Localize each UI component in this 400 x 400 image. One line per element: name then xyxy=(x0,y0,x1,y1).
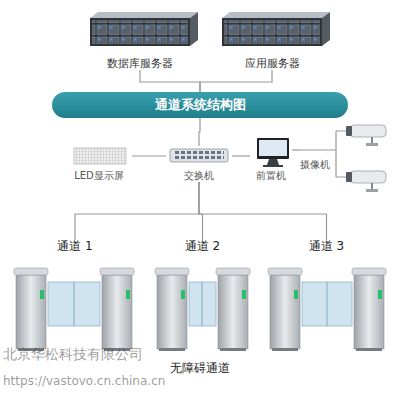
connector-line xyxy=(199,182,327,240)
node-label: 通道系统结构图 xyxy=(52,92,348,118)
node-label: 通道 1 xyxy=(5,240,145,253)
connector-line xyxy=(199,182,203,240)
switch-illustration xyxy=(170,149,228,162)
led-screen-node: LED显示屏 xyxy=(66,146,132,182)
switch-node: 交换机 xyxy=(166,146,232,182)
watermark: https://vastovo.cn.china.cn xyxy=(3,374,165,388)
node-label: 交换机 xyxy=(166,169,232,182)
camera-illustration xyxy=(346,171,386,192)
watermark: 北京华松科技有限公司 xyxy=(3,346,143,364)
channel-node: 通道 1 xyxy=(5,240,145,352)
connector-line xyxy=(75,182,199,240)
turnstile-illustration xyxy=(155,268,250,351)
node-label: 通道 3 xyxy=(258,240,395,253)
server-illustration xyxy=(90,12,198,46)
server-illustration xyxy=(222,12,330,46)
node-label: LED显示屏 xyxy=(66,169,132,182)
connector-line xyxy=(200,70,272,92)
node-label: 前置机 xyxy=(250,169,292,182)
connector-line xyxy=(199,118,200,146)
camera-illustration xyxy=(346,125,386,146)
front-end-node: 前置机 xyxy=(250,135,292,182)
connector-line xyxy=(132,155,166,156)
channel-node: 通道 2 xyxy=(150,240,255,352)
connector-line xyxy=(292,149,300,150)
turnstile-illustration xyxy=(14,268,134,351)
server-node: 数据库服务器 xyxy=(88,10,192,70)
monitor-illustration xyxy=(257,138,289,167)
node-label: 数据库服务器 xyxy=(88,57,192,70)
camera-wires xyxy=(300,131,346,177)
server-node: 应用服务器 xyxy=(220,10,324,70)
node-label: 应用服务器 xyxy=(220,57,324,70)
camera-node: 摄像机 xyxy=(300,122,392,194)
node-label: 通道 2 xyxy=(150,240,255,253)
title-band: 通道系统结构图 xyxy=(52,92,348,118)
node-label: 摄像机 xyxy=(300,158,330,171)
led-screen-illustration xyxy=(74,148,126,164)
turnstile-illustration xyxy=(268,268,386,351)
channel-note: 无障碍通道 xyxy=(170,360,230,377)
connector-line xyxy=(232,155,250,156)
connector-line xyxy=(140,70,200,92)
channel-node: 通道 3 xyxy=(258,240,395,352)
